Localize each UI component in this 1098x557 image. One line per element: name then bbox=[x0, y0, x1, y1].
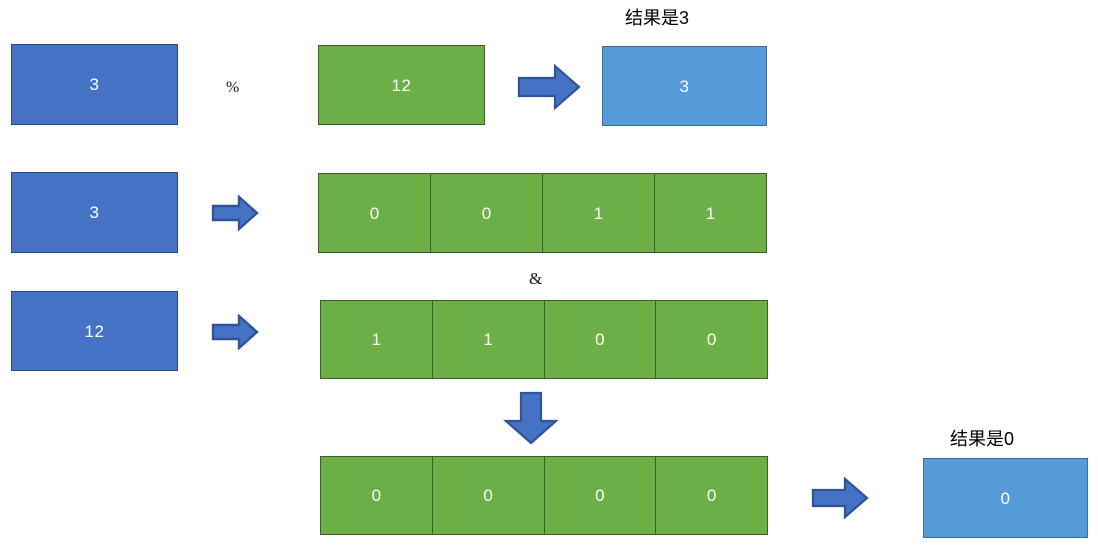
arrow-right-icon bbox=[211, 195, 259, 231]
arrow-right-icon bbox=[517, 63, 581, 111]
row3-bit-grid: 1 1 0 0 bbox=[320, 300, 768, 379]
row3-operand-box: 12 bbox=[11, 291, 178, 371]
bit-cell: 0 bbox=[545, 301, 657, 378]
row4-result-value: 0 bbox=[1000, 488, 1011, 508]
row1-operand-right-box: 12 bbox=[318, 45, 485, 125]
row2-operand-box: 3 bbox=[11, 172, 178, 253]
arrow-right-icon bbox=[211, 314, 259, 350]
bit-cell: 1 bbox=[705, 203, 716, 223]
bit-cell: 0 bbox=[321, 457, 433, 534]
bit-cell: 1 bbox=[543, 174, 655, 252]
row4-result-box: 0 bbox=[923, 458, 1088, 538]
bit-cell: 0 bbox=[319, 174, 431, 252]
bit-cell: 0 bbox=[433, 457, 545, 534]
row1-operand-left-box: 3 bbox=[11, 44, 178, 125]
bit-cell: 1 bbox=[433, 301, 545, 378]
row1-result-box: 3 bbox=[602, 46, 767, 126]
bit-cell: 0 bbox=[706, 486, 717, 505]
row2-operand-value: 3 bbox=[89, 203, 100, 222]
row1-operand-left-value: 3 bbox=[89, 75, 100, 94]
row4-result-bit-grid: 0 0 0 0 bbox=[320, 456, 768, 535]
arrow-down-icon bbox=[503, 391, 559, 445]
row1-operand-right-value: 12 bbox=[391, 75, 412, 95]
row1-result-value: 3 bbox=[679, 76, 690, 96]
row1-result-caption: 结果是3 bbox=[625, 8, 690, 28]
bitwise-and-operator: & bbox=[529, 269, 543, 288]
arrow-right-icon bbox=[811, 477, 869, 519]
bit-cell: 0 bbox=[545, 457, 657, 534]
row2-bit-grid: 0 0 1 1 bbox=[318, 173, 767, 253]
bit-cell: 0 bbox=[706, 330, 717, 349]
row1-operator-percent: % bbox=[226, 79, 240, 96]
bit-cell: 1 bbox=[321, 301, 433, 378]
row3-operand-value: 12 bbox=[84, 321, 105, 341]
bit-cell: 0 bbox=[431, 174, 543, 252]
row4-result-caption: 结果是0 bbox=[950, 429, 1015, 449]
